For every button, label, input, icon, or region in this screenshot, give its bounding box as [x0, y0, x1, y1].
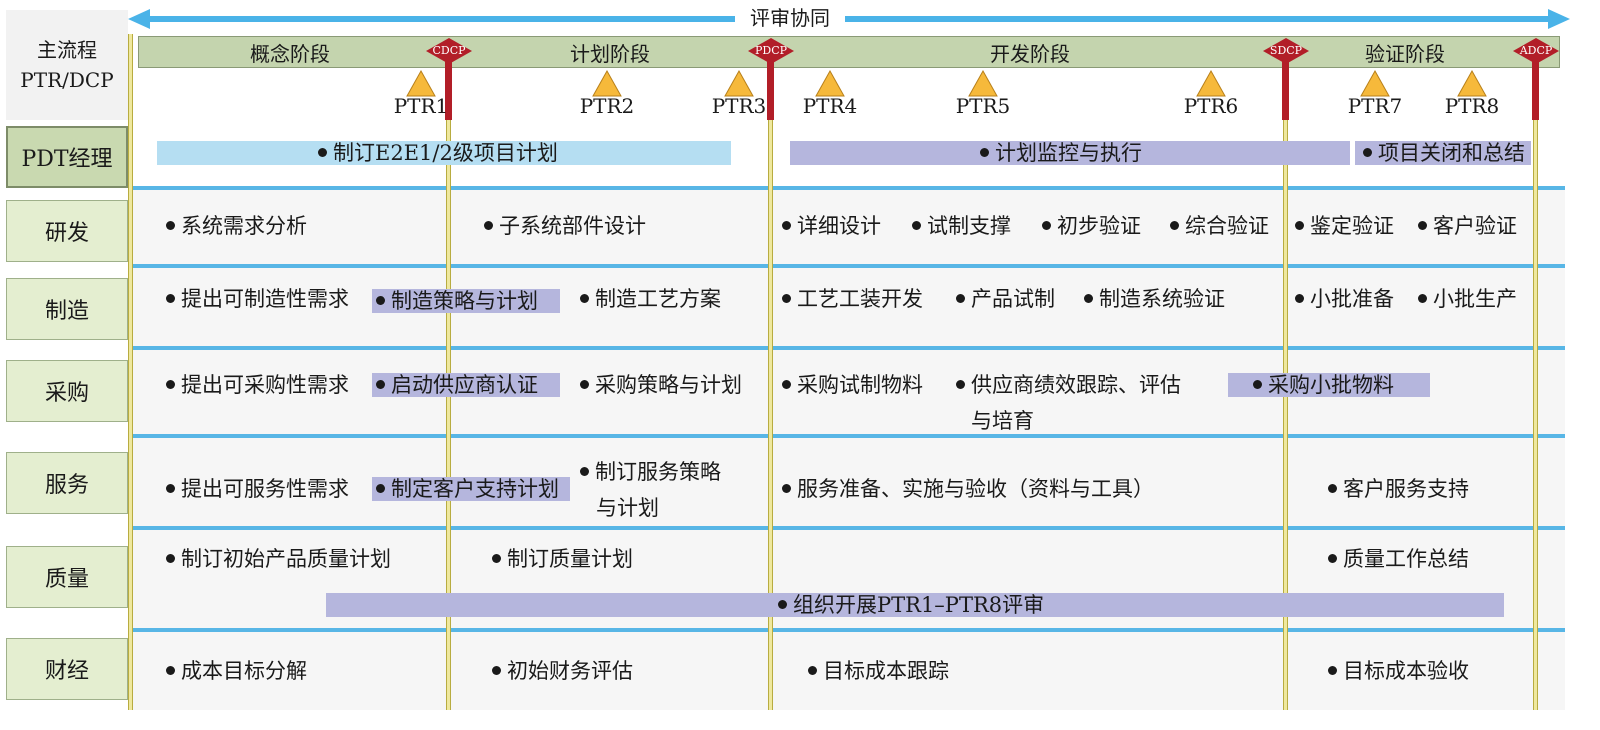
mfg-item: 小批准备	[1295, 286, 1394, 312]
dcp-label: PDCP	[754, 44, 788, 57]
row-separator	[133, 526, 1565, 530]
row-separator	[133, 346, 1565, 350]
ptr-label: PTR2	[579, 94, 635, 118]
phase-develop: 开发阶段	[990, 41, 1070, 66]
role-manufacturing: 制造	[6, 278, 128, 340]
rd-item: 鉴定验证	[1295, 213, 1394, 239]
svc-strategy-item: 制订服务策略	[580, 459, 721, 485]
qa-item: 质量工作总结	[1328, 546, 1469, 572]
proc-item: 提出可采购性需求	[166, 372, 349, 398]
row-separator	[133, 186, 1565, 190]
pdt-close-item: 项目关闭和总结	[1363, 140, 1525, 166]
ptr-triangle-icon	[1360, 70, 1390, 97]
phase-verify: 验证阶段	[1365, 41, 1445, 66]
proc-item: 采购策略与计划	[580, 372, 742, 398]
phase-plan: 计划阶段	[570, 41, 650, 66]
cdcp-stem	[445, 48, 452, 120]
ptr-label: PTR8	[1444, 94, 1500, 118]
ptr-triangle-icon	[1196, 70, 1226, 97]
dcp-label: ADCP	[1519, 44, 1553, 57]
proc-supplier-item: 供应商绩效跟踪、评估	[956, 372, 1181, 398]
svc-item: 服务准备、实施与验收（资料与工具）	[782, 476, 1154, 502]
mfg-item: 提出可制造性需求	[166, 286, 349, 312]
ptr-label: PTR7	[1347, 94, 1403, 118]
ptr-triangle-icon	[815, 70, 845, 97]
ptr-label: PTR6	[1183, 94, 1239, 118]
rd-item: 客户验证	[1418, 213, 1517, 239]
ptr-label: PTR5	[955, 94, 1011, 118]
rd-item: 初步验证	[1042, 213, 1141, 239]
adcp-stem	[1532, 48, 1539, 120]
role-service: 服务	[6, 452, 128, 514]
timeline-start-line	[128, 34, 133, 710]
ptr-label: PTR3	[711, 94, 767, 118]
role-rd: 研发	[6, 200, 128, 262]
rd-item: 综合验证	[1170, 213, 1269, 239]
svc-item: 制定客户支持计划	[376, 476, 559, 502]
pdt-plan-item: 制订E2E1/2级项目计划	[318, 140, 558, 166]
ptr-triangle-icon	[1457, 70, 1487, 97]
qa-item: 制订质量计划	[492, 546, 633, 572]
row-separator	[133, 434, 1565, 438]
dcp-diamond-adcp: ADCP	[1513, 38, 1559, 64]
ptr-label: PTR4	[802, 94, 858, 118]
adcp-line	[1533, 60, 1538, 710]
ptr-triangle-icon	[968, 70, 998, 97]
ptr-triangle-icon	[724, 70, 754, 97]
proc-item: 启动供应商认证	[376, 372, 538, 398]
proc-item: 采购小批物料	[1253, 372, 1394, 398]
dcp-diamond-cdcp: CDCP	[426, 38, 472, 64]
dcp-diamond-pdcp: PDCP	[748, 38, 794, 64]
row-separator	[133, 628, 1565, 632]
fin-item: 成本目标分解	[166, 658, 307, 684]
main-flow-label-line1: 主流程	[37, 38, 97, 62]
review-collaboration-label: 评审协同	[735, 5, 845, 31]
svc-strategy-item-line2: 与计划	[596, 496, 659, 520]
sdcp-stem	[1282, 48, 1289, 120]
phase-bar	[138, 36, 1560, 68]
review-collaboration-arrow	[128, 9, 1570, 29]
dcp-label: SDCP	[1269, 44, 1303, 57]
fin-item: 目标成本验收	[1328, 658, 1469, 684]
role-pdt-manager: PDT经理	[6, 126, 128, 188]
mfg-item: 小批生产	[1418, 286, 1517, 312]
dcp-label: CDCP	[432, 44, 466, 57]
fin-item: 目标成本跟踪	[808, 658, 949, 684]
dcp-diamond-sdcp: SDCP	[1263, 38, 1309, 64]
ptr-triangle-icon	[406, 70, 436, 97]
rd-item: 试制支撑	[912, 213, 1011, 239]
rd-item: 子系统部件设计	[484, 213, 646, 239]
rd-item: 系统需求分析	[166, 213, 307, 239]
role-procurement: 采购	[6, 360, 128, 422]
svc-item: 客户服务支持	[1328, 476, 1469, 502]
svc-item: 提出可服务性需求	[166, 476, 349, 502]
mfg-item: 工艺工装开发	[782, 286, 923, 312]
mfg-item: 产品试制	[956, 286, 1055, 312]
mfg-item: 制造工艺方案	[580, 286, 721, 312]
role-quality: 质量	[6, 546, 128, 608]
main-flow-label: 主流程 PTR/DCP	[6, 10, 128, 120]
qa-review-item: 组织开展PTR1–PTR8评审	[778, 592, 1044, 618]
mfg-item: 制造系统验证	[1084, 286, 1225, 312]
fin-item: 初始财务评估	[492, 658, 633, 684]
pdcp-line	[768, 60, 773, 710]
role-finance: 财经	[6, 638, 128, 700]
qa-item: 制订初始产品质量计划	[166, 546, 391, 572]
pdt-monitor-item: 计划监控与执行	[980, 140, 1142, 166]
ptr-triangle-icon	[592, 70, 622, 97]
main-flow-label-line2: PTR/DCP	[20, 68, 114, 92]
pdcp-stem	[767, 48, 774, 120]
phase-concept: 概念阶段	[250, 41, 330, 66]
row-separator	[133, 264, 1565, 268]
mfg-item: 制造策略与计划	[376, 288, 538, 314]
proc-supplier-item-line2: 与培育	[971, 409, 1034, 433]
rd-item: 详细设计	[782, 213, 881, 239]
proc-item: 采购试制物料	[782, 372, 923, 398]
ptr-label: PTR1	[393, 94, 449, 118]
